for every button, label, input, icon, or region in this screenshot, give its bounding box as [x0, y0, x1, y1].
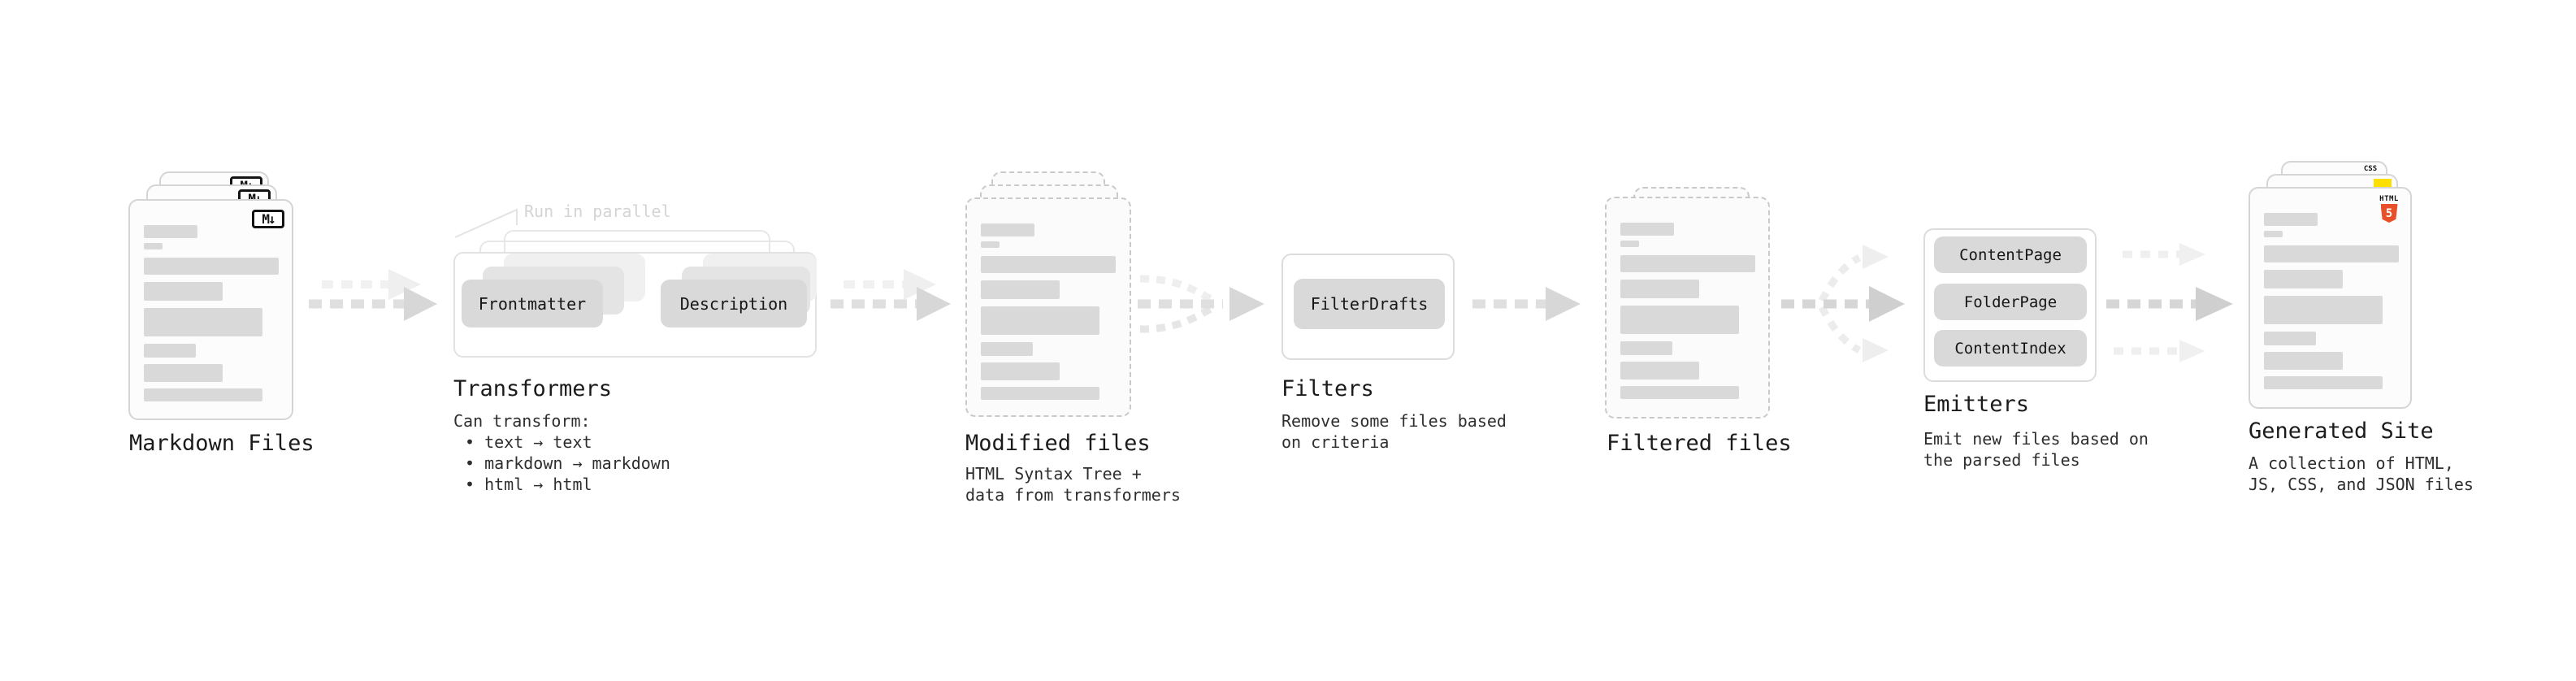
arrow-emitters-to-generated [2106, 243, 2233, 362]
filters-description: Remove some files based on criteria [1281, 410, 1507, 453]
transformers-bullet: • markdown → markdown [465, 453, 670, 473]
run-in-parallel-leader-line [454, 208, 518, 238]
transformers-bullet: • html → html [465, 475, 592, 494]
js-file-badge [2374, 179, 2392, 189]
markdown-file-card-front: M↓ [128, 199, 293, 420]
emitters-desc-line: the parsed files [1923, 450, 2080, 470]
generated-site-label: Generated Site [2249, 419, 2434, 444]
emitter-pill-contentpage: ContentPage [1934, 236, 2087, 273]
html5-label: HTML [2379, 195, 2399, 203]
arrow-filtered-to-emitters-fanout [1781, 245, 1905, 362]
generated-file-card-front: HTML 5 [2249, 187, 2412, 409]
filters-desc-line: Remove some files based [1281, 411, 1507, 431]
document-text-placeholder-bars [1607, 223, 1768, 399]
filters-label: Filters [1281, 376, 1374, 401]
transformers-description: Can transform: • text → text • markdown … [453, 410, 670, 495]
generated-site-description: A collection of HTML, JS, CSS, and JSON … [2249, 453, 2474, 495]
emitters-desc-line: Emit new files based on [1923, 429, 2149, 449]
emitter-pill-contentindex: ContentIndex [1934, 330, 2087, 367]
modified-file-card-front [965, 197, 1131, 417]
arrow-modified-to-filters-merge [1138, 275, 1264, 333]
filterdrafts-pill: FilterDrafts [1294, 279, 1445, 329]
modified-desc-line: HTML Syntax Tree + [965, 464, 1142, 484]
emitters-description: Emit new files based on the parsed files [1923, 428, 2149, 471]
filtered-file-card-front [1605, 197, 1770, 419]
modified-files-label: Modified files [965, 431, 1151, 456]
emitter-pill-folderpage: FolderPage [1934, 284, 2087, 320]
arrow-markdown-to-transformers [309, 269, 437, 321]
document-text-placeholder-bars [2250, 213, 2410, 389]
transformers-bullet: • text → text [465, 432, 592, 452]
frontmatter-pill: Frontmatter [462, 280, 603, 327]
run-in-parallel-note: Run in parallel [524, 202, 671, 221]
filtered-files-label: Filtered files [1607, 431, 1792, 456]
html5-shield: 5 [2380, 204, 2398, 223]
filters-desc-line: on criteria [1281, 432, 1390, 452]
markdown-icon: M↓ [252, 210, 284, 228]
document-text-placeholder-bars [130, 225, 292, 401]
transformers-desc-line: Can transform: [453, 411, 591, 431]
html5-icon: HTML 5 [2379, 195, 2400, 223]
transformers-label: Transformers [453, 376, 613, 401]
modified-files-description: HTML Syntax Tree + data from transformer… [965, 463, 1181, 505]
css-icon: CSS [2363, 165, 2378, 173]
arrow-filters-to-filtered [1472, 287, 1581, 321]
generated-desc-line: A collection of HTML, [2249, 453, 2454, 473]
generated-desc-line: JS, CSS, and JSON files [2249, 475, 2474, 494]
arrow-transformers-to-modified [830, 269, 951, 321]
markdown-files-label: Markdown Files [129, 431, 314, 456]
document-text-placeholder-bars [967, 223, 1130, 400]
modified-desc-line: data from transformers [965, 485, 1181, 505]
description-pill: Description [661, 280, 807, 327]
emitters-label: Emitters [1923, 392, 2030, 417]
